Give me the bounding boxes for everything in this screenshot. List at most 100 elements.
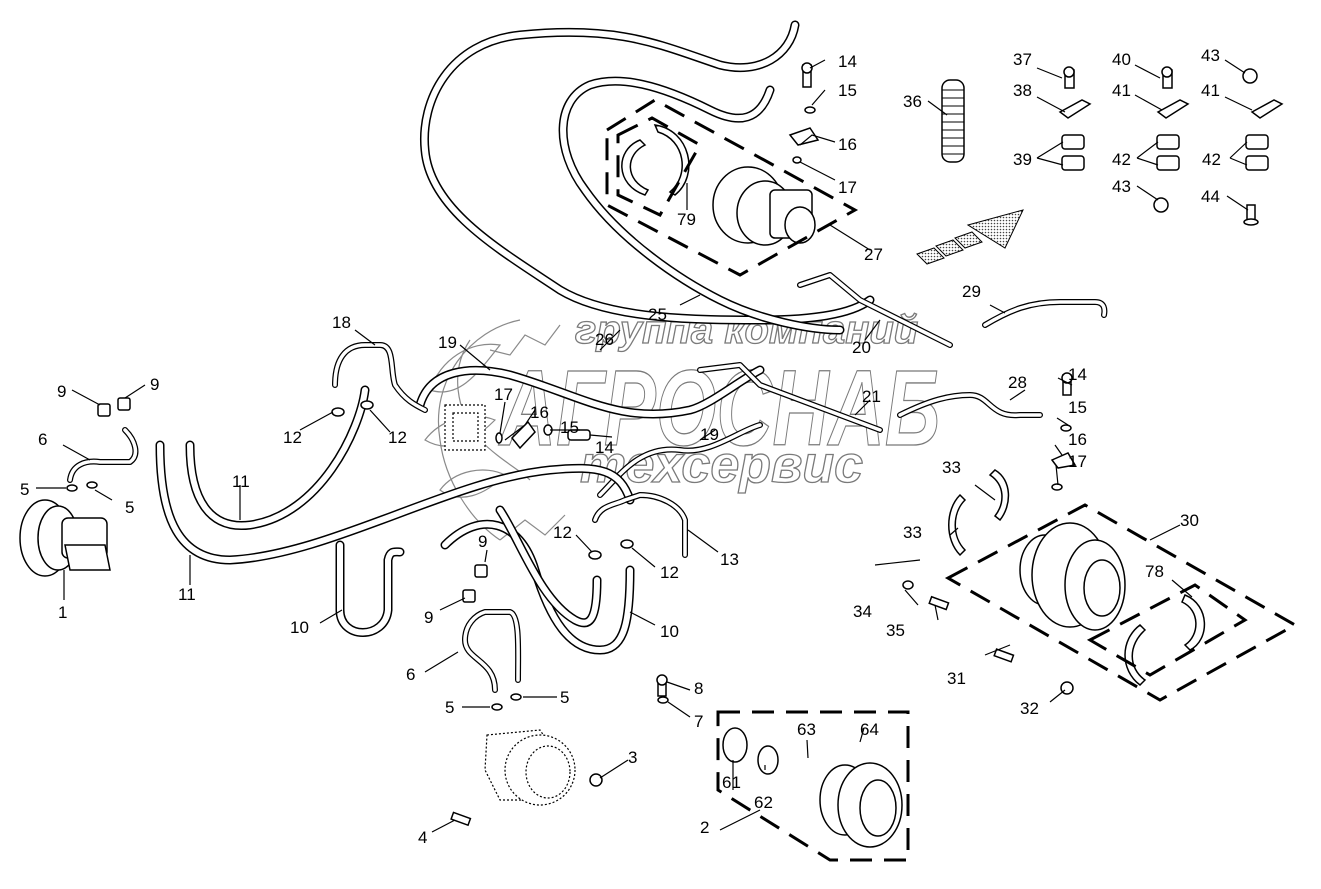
travel-motor-3-dotted: [484, 729, 576, 806]
callout-79: 79: [677, 210, 696, 229]
callout-37: 37: [1013, 50, 1032, 69]
callout-16b: 16: [530, 403, 549, 422]
hose-25: [419, 20, 875, 325]
callout-27: 27: [864, 245, 883, 264]
pipe-20-21: [697, 272, 953, 433]
callout-14b: 14: [595, 438, 614, 457]
brake-shoes-78: [1124, 594, 1206, 686]
callout-5c: 5: [445, 698, 454, 717]
callout-42a: 42: [1112, 150, 1131, 169]
callout-42b: 42: [1202, 150, 1221, 169]
callout-21: 21: [862, 387, 881, 406]
hose-10: [335, 505, 635, 655]
callout-43b: 43: [1112, 177, 1131, 196]
clamp-set-41-44: [1242, 68, 1284, 226]
callout-43a: 43: [1201, 46, 1220, 65]
callout-19b: 19: [700, 425, 719, 444]
callout-38: 38: [1013, 81, 1032, 100]
callout-39: 39: [1013, 150, 1032, 169]
callout-15c: 15: [1068, 398, 1087, 417]
guide-33: [948, 469, 1010, 557]
callout-33a: 33: [942, 458, 961, 477]
callout-15a: 15: [838, 81, 857, 100]
hardware: [66, 62, 1077, 827]
callout-17a: 17: [838, 178, 857, 197]
callout-61: 61: [722, 773, 741, 792]
callout-29: 29: [962, 282, 981, 301]
callout-36: 36: [903, 92, 922, 111]
callout-41a: 41: [1112, 81, 1131, 100]
callout-32: 32: [1020, 699, 1039, 718]
direction-arrow-icon: [916, 209, 1024, 265]
callout-78: 78: [1145, 562, 1164, 581]
pipe-29: [982, 299, 1108, 328]
callout-12c: 12: [553, 523, 572, 542]
callout-35: 35: [886, 621, 905, 640]
callout-15b: 15: [560, 418, 579, 437]
travel-motor-30: [1019, 522, 1126, 631]
callout-9b: 9: [150, 375, 159, 394]
callout-6a: 6: [38, 430, 47, 449]
callout-17c: 17: [1068, 452, 1087, 471]
callout-62: 62: [754, 793, 773, 812]
hose-26: [558, 76, 845, 335]
callout-7: 7: [694, 712, 703, 731]
callout-6b: 6: [406, 665, 415, 684]
watermark-logo-icon: [424, 319, 566, 541]
assembly-outline-2: [716, 710, 910, 862]
pipe-18: [332, 342, 428, 413]
leader-lines: [36, 59, 1253, 833]
callout-5a: 5: [20, 480, 29, 499]
callout-17b: 17: [494, 385, 513, 404]
clamp-set-40-43: [1153, 66, 1190, 213]
callout-10a: 10: [290, 618, 309, 637]
callout-18: 18: [332, 313, 351, 332]
callout-3: 3: [628, 748, 637, 767]
travel-motor-27: [712, 166, 816, 246]
valve-block-dotted: [444, 404, 486, 451]
pipe-28: [897, 392, 1043, 419]
callout-12d: 12: [660, 563, 679, 582]
callout-13: 13: [720, 550, 739, 569]
callout-9d: 9: [424, 608, 433, 627]
pipe-6: [67, 427, 522, 693]
pipe-13: [592, 492, 688, 558]
callout-20: 20: [852, 338, 871, 357]
callout-63: 63: [797, 720, 816, 739]
travel-motor-2: [722, 727, 903, 848]
callout-5d: 5: [560, 688, 569, 707]
assembly-outline-30: [944, 503, 1299, 702]
callout-12a: 12: [283, 428, 302, 447]
hose-11: [155, 385, 635, 565]
callout-9a: 9: [57, 382, 66, 401]
callout-11b: 11: [178, 585, 196, 604]
callout-1: 1: [58, 603, 67, 622]
callout-19a: 19: [438, 333, 457, 352]
callout-25: 25: [648, 305, 667, 324]
callout-12b: 12: [388, 428, 407, 447]
spring-guard-36: [941, 79, 965, 163]
callout-4: 4: [418, 828, 427, 847]
callout-28: 28: [1008, 373, 1027, 392]
callout-14c: 14: [1068, 365, 1087, 384]
callout-44: 44: [1201, 187, 1220, 206]
assembly-outline-27: [605, 98, 859, 277]
callout-31: 31: [947, 669, 966, 688]
callout-16c: 16: [1068, 430, 1087, 449]
callout-5b: 5: [125, 498, 134, 517]
callout-34: 34: [853, 602, 872, 621]
callouts: 1 2 3 4 5 5 5 5 6 6 7 8 9 9 9 9 10 10 11…: [20, 46, 1221, 847]
callout-11a: 11: [232, 472, 250, 491]
callout-8: 8: [694, 679, 703, 698]
callout-16a: 16: [838, 135, 857, 154]
clamp-set-37-39: [1058, 66, 1092, 171]
callout-9c: 9: [478, 532, 487, 551]
callout-14a: 14: [838, 52, 857, 71]
callout-33b: 33: [903, 523, 922, 542]
callout-2: 2: [700, 818, 709, 837]
callout-40: 40: [1112, 50, 1131, 69]
callout-10b: 10: [660, 622, 679, 641]
callout-30: 30: [1180, 511, 1199, 530]
callout-26: 26: [595, 330, 614, 349]
